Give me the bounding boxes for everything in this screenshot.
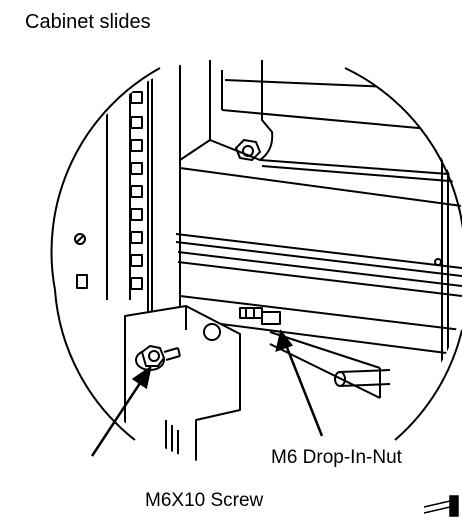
- arrow-icon: [90, 329, 324, 457]
- upper-bracket: [179, 60, 274, 170]
- screw-label: M6X10 Screw: [145, 490, 264, 511]
- rail-hole-icon: [130, 91, 143, 290]
- slide-rail-outer: [175, 60, 462, 380]
- drop-in-nut-label: M6 Drop-In-Nut: [271, 447, 402, 468]
- side-panel-marks: [74, 233, 88, 289]
- corner-mark-icon: [423, 495, 459, 517]
- diagram-title: Cabinet slides: [25, 11, 151, 33]
- nut-icon: [239, 307, 281, 325]
- screw-head-icon: [135, 345, 181, 371]
- rack-rail: [106, 70, 153, 312]
- magnifier-outline: [50, 67, 462, 441]
- lower-bracket: [124, 305, 241, 470]
- screw-head-icon: [235, 139, 261, 161]
- slide-rod: [269, 331, 391, 399]
